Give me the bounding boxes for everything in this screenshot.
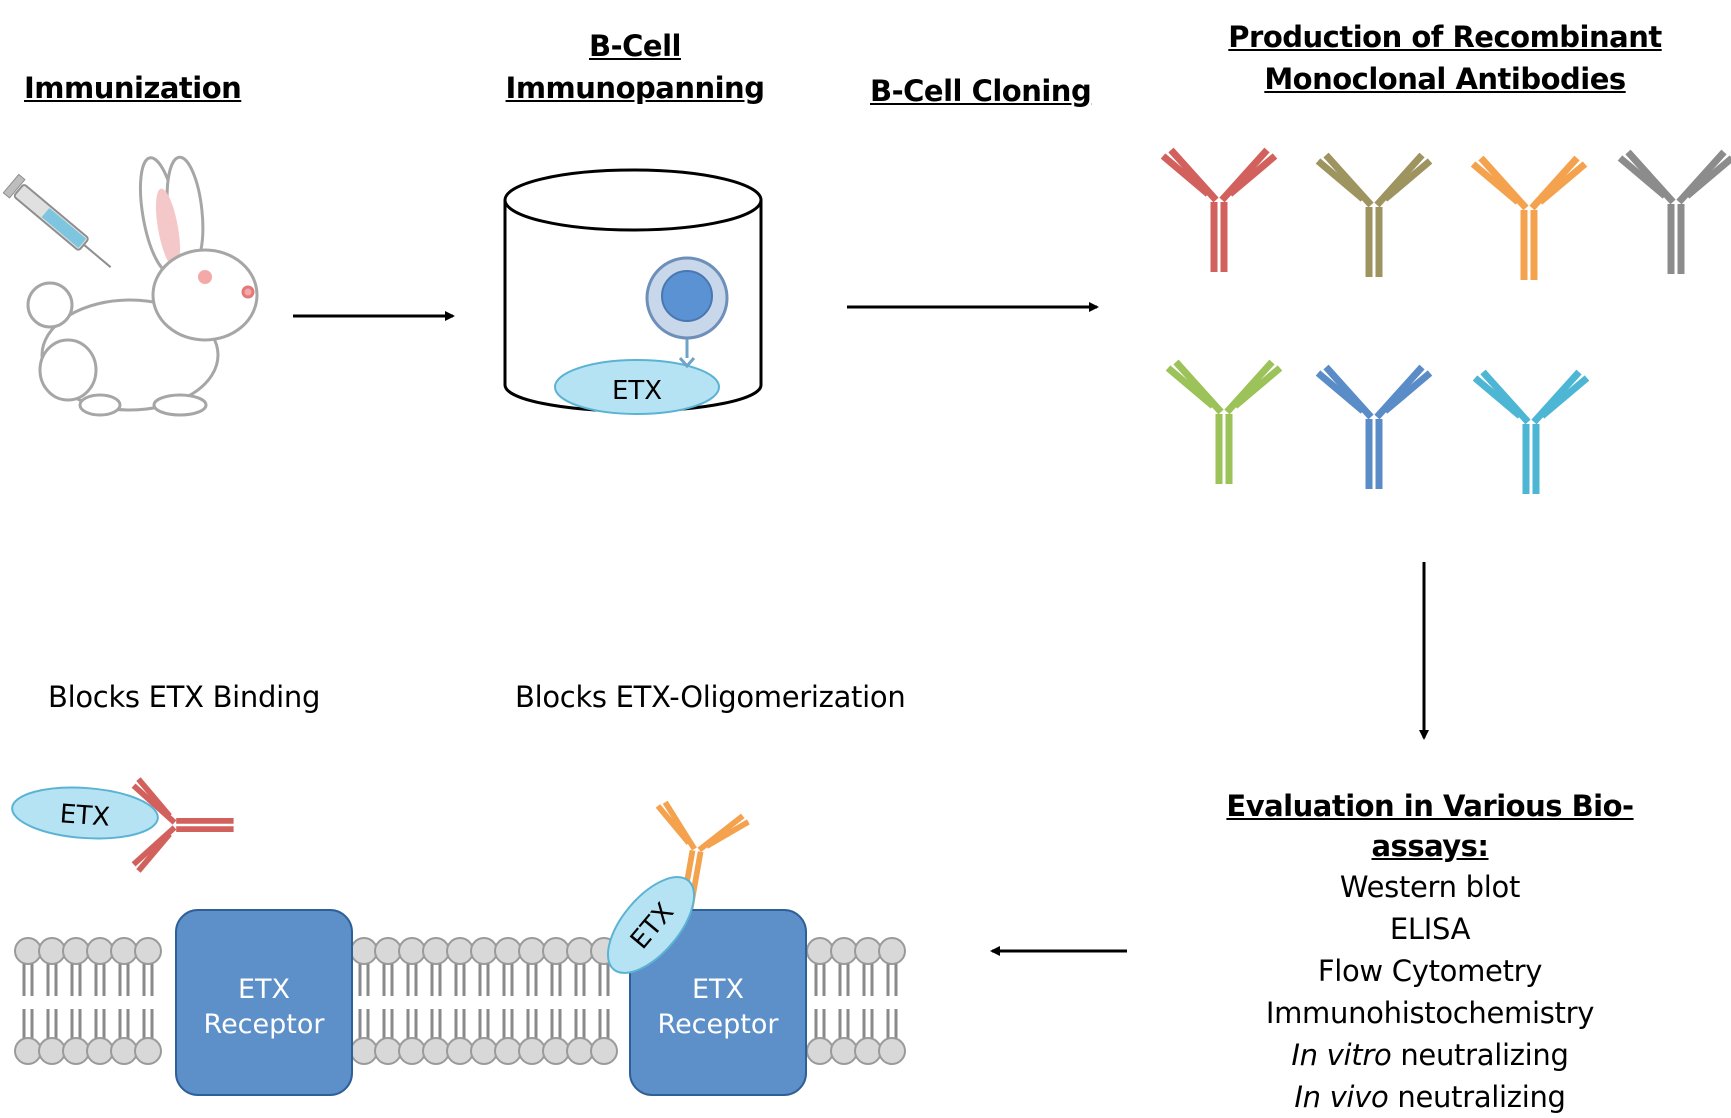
- evaluation-item: ELISA: [1170, 908, 1690, 950]
- evaluation-item-text: ELISA: [1389, 912, 1471, 946]
- evaluation-item-italic: In vivo: [1294, 1080, 1389, 1114]
- mechanism-blocks-binding-label: Blocks ETX Binding: [48, 680, 321, 714]
- lipid-molecule: [853, 936, 883, 1066]
- step-bcell-line1: B-Cell: [589, 29, 681, 63]
- mechanism-blocks-oligomerization-label: Blocks ETX-Oligomerization: [515, 680, 906, 714]
- antibody-4: [1617, 149, 1731, 274]
- evaluation-item-italic: In vitro: [1291, 1038, 1392, 1072]
- antibody-blocking-binding: [131, 777, 234, 873]
- bound-etx-toxin: ETX: [606, 876, 696, 974]
- step-bcell-immunopanning-label: B-Cell Immunopanning: [500, 25, 770, 109]
- lipid-molecule: [829, 936, 859, 1066]
- step-bcell-line2: Immunopanning: [505, 71, 765, 105]
- lipid-molecule: [877, 936, 907, 1066]
- lipid-molecule: [541, 936, 571, 1066]
- orange-antibody: [655, 800, 750, 909]
- step-production-line1: Production of Recombinant: [1228, 20, 1662, 54]
- free-etx-toxin: ETX: [11, 786, 159, 840]
- evaluation-item: Flow Cytometry: [1170, 950, 1690, 992]
- lipid-molecule: [397, 936, 427, 1066]
- lipid-molecule: [349, 936, 379, 1066]
- lipid-molecule: [373, 936, 403, 1066]
- lipid-molecule: [493, 936, 523, 1066]
- antibody-3: [1470, 155, 1588, 280]
- evaluation-block: Evaluation in Various Bio-assays: Wester…: [1170, 786, 1690, 1118]
- antibody-1: [1160, 147, 1278, 272]
- antibody-6: [1315, 364, 1433, 489]
- rabbit-icon: [26, 155, 259, 417]
- antibody-grid: [1160, 147, 1731, 494]
- step-immunization-label: Immunization: [24, 71, 242, 105]
- evaluation-item-text: neutralizing: [1391, 1038, 1569, 1072]
- b-cell-icon: [645, 256, 729, 369]
- lipid-molecule: [517, 936, 547, 1066]
- receptor-left-line1: ETX: [238, 974, 290, 1005]
- etx-receptor-left: ETX Receptor: [175, 909, 353, 1096]
- dish-etx-label: ETX: [612, 376, 662, 406]
- antibody-5: [1165, 359, 1283, 484]
- receptor-right-line1: ETX: [692, 974, 744, 1005]
- evaluation-item: In vivo neutralizing: [1170, 1076, 1690, 1118]
- red-antibody: [131, 777, 234, 873]
- panning-dish-icon: [503, 168, 763, 413]
- free-etx-label: ETX: [59, 799, 111, 832]
- step-production-line2: Monoclonal Antibodies: [1264, 62, 1626, 96]
- evaluation-title: Evaluation in Various Bio-assays:: [1226, 789, 1634, 863]
- lipid-molecule: [421, 936, 451, 1066]
- antibody-2: [1315, 152, 1433, 277]
- lipid-molecule: [61, 936, 91, 1066]
- antibody-blocking-oligomerization: [655, 800, 750, 909]
- evaluation-item: Western blot: [1170, 866, 1690, 908]
- receptor-left-line2: Receptor: [204, 1009, 326, 1040]
- evaluation-item: Immunohistochemistry: [1170, 992, 1690, 1034]
- lipid-molecule: [109, 936, 139, 1066]
- syringe-icon: [2, 173, 112, 268]
- evaluation-item: In vitro neutralizing: [1170, 1034, 1690, 1076]
- lipid-molecule: [133, 936, 163, 1066]
- lipid-molecule: [445, 936, 475, 1066]
- lipid-molecule: [469, 936, 499, 1066]
- lipid-molecule: [85, 936, 115, 1066]
- lipid-molecule: [37, 936, 67, 1066]
- evaluation-item-text: Flow Cytometry: [1317, 954, 1543, 988]
- lipid-molecule: [805, 936, 835, 1066]
- lipid-molecule: [565, 936, 595, 1066]
- antibody-7: [1472, 369, 1590, 494]
- etx-receptor-right: ETX Receptor: [629, 909, 807, 1096]
- evaluation-item-text: Western blot: [1339, 870, 1521, 904]
- etx-antigen-coating: [554, 359, 720, 415]
- receptor-right-line2: Receptor: [658, 1009, 780, 1040]
- step-bcell-cloning-label: B-Cell Cloning: [870, 74, 1092, 108]
- evaluation-item-text: Immunohistochemistry: [1265, 996, 1595, 1030]
- evaluation-item-text: neutralizing: [1388, 1080, 1566, 1114]
- step-production-label: Production of Recombinant Monoclonal Ant…: [1220, 16, 1670, 100]
- lipid-molecule: [13, 936, 43, 1066]
